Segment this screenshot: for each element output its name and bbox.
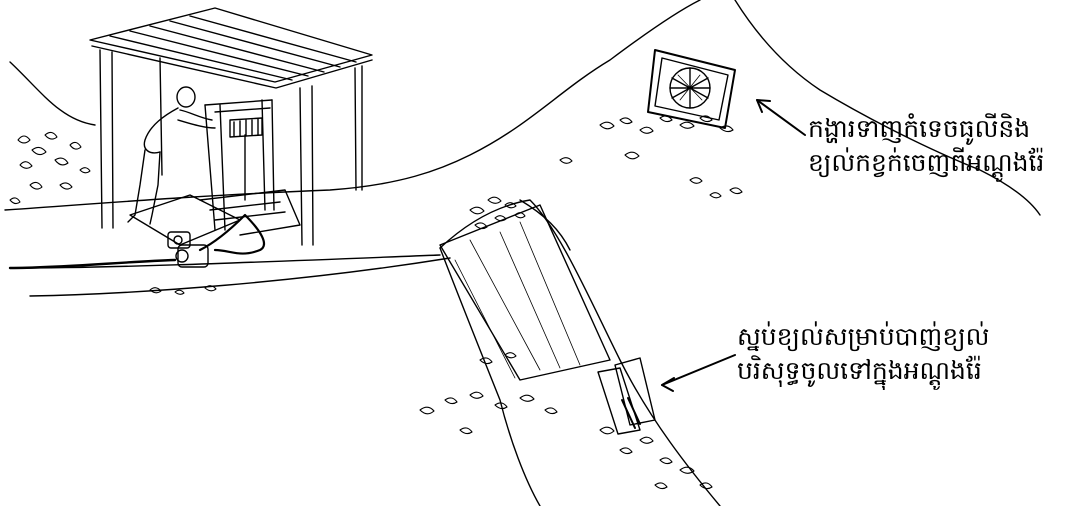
shelter-illustration xyxy=(90,8,372,245)
air-pump-label: ស្នប់ខ្យល់សម្រាប់បាញ់ខ្យល់ បរិសុទ្ធចូលទៅ… xyxy=(737,320,989,388)
miner-figure xyxy=(128,87,215,224)
windlass-icon xyxy=(205,100,274,230)
air-pump-label-line1: ស្នប់ខ្យល់សម្រាប់បាញ់ខ្យល់ xyxy=(737,320,989,354)
air-duct xyxy=(440,205,655,434)
air-pump-label-line2: បរិសុទ្ធចូលទៅក្នុងអណ្តូងរ៉ែ xyxy=(737,354,989,388)
exhaust-fan-label-line2: ខ្យល់កខ្វក់ចេញពីអណ្តូងរ៉ែ xyxy=(808,146,1044,180)
rocks xyxy=(10,116,742,489)
exhaust-fan-label: កង្ហារទាញកំទេចធូលីនិង ខ្យល់កខ្វក់ចេញពីអណ… xyxy=(808,112,1044,180)
air-pump-icon xyxy=(10,215,264,268)
exhaust-fan-label-line1: កង្ហារទាញកំទេចធូលីនិង xyxy=(808,112,1044,146)
exhaust-fan-icon xyxy=(648,50,735,128)
